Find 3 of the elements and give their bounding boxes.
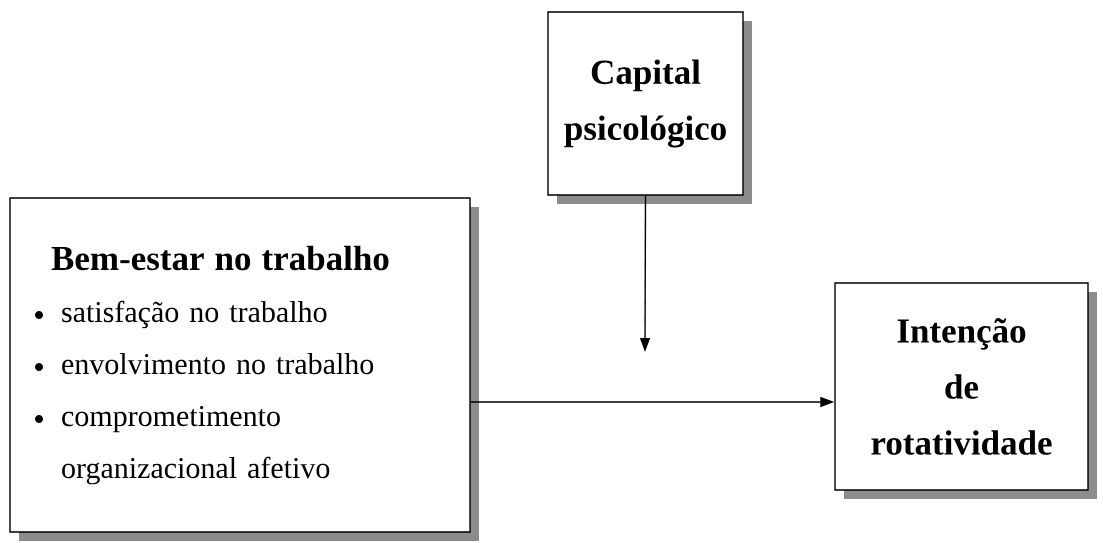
text-box: Bem-estar no trabalho satisfação no trabalho envolvimento no trabalho comprometimento organizacional afetivo	[9, 197, 479, 541]
text-box: Intenção de rotatividade	[834, 282, 1097, 499]
text-box: Capital psicológico	[547, 11, 752, 204]
